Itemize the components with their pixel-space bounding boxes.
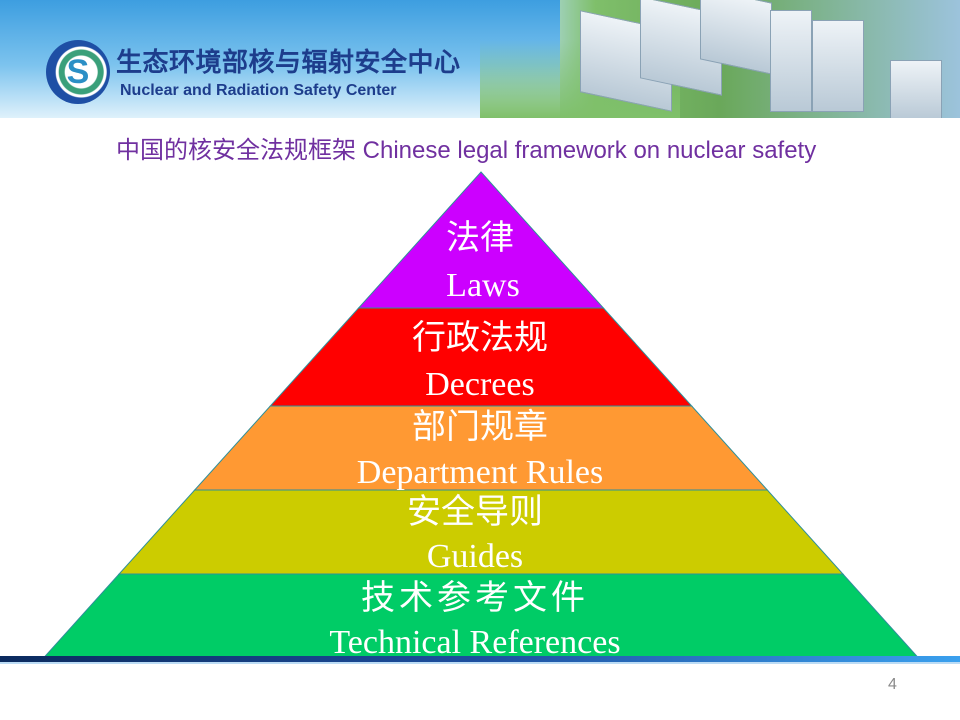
level-label-en: Laws [446,267,520,304]
building-image [890,60,942,118]
footer-bar-highlight [0,662,960,664]
org-name-en: Nuclear and Radiation Safety Center [120,82,397,99]
level-label-cn: 技术参考文件 [361,580,589,617]
level-label-cn: 行政法规 [412,320,548,357]
level-label-en: Department Rules [356,454,604,491]
building-image [812,20,864,112]
level-label-en: Guides [426,538,524,575]
level-label-en: Decrees [425,366,535,403]
page-number: 4 [888,676,897,693]
level-label-cn: 部门规章 [412,409,548,446]
org-name-cn: 生态环境部核与辐射安全中心 [116,47,461,77]
logo-letter: S [66,53,90,91]
header-banner: S 生态环境部核与辐射安全中心 Nuclear and Radiation Sa… [0,0,960,118]
level-label-cn: 安全导则 [407,494,543,531]
slide-title: 中国的核安全法规框架 Chinese legal framework on nu… [116,137,817,164]
level-label-cn: 法律 [446,220,514,257]
level-label-en: Technical References [329,624,621,661]
building-image [770,10,812,112]
logo-icon [46,40,110,104]
footer-bar [0,656,960,662]
